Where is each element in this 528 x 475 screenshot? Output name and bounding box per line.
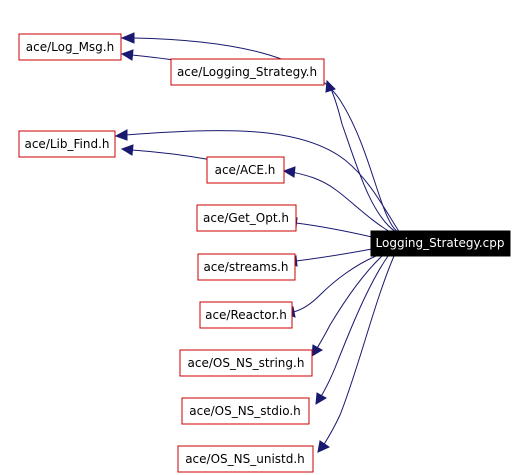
arrowheads-layer [114, 32, 336, 453]
node-get-opt-label: ace/Get_Opt.h [203, 211, 289, 225]
node-os-ns-stdio[interactable]: ace/OS_NS_stdio.h [181, 397, 310, 425]
arrowhead-os-ns-string [311, 344, 323, 357]
node-lib-find-label: ace/Lib_Find.h [24, 137, 109, 151]
node-root-label: Logging_Strategy.cpp [376, 236, 505, 250]
edge-root-to-streams [295, 248, 373, 262]
arrowhead-logging-strategy [325, 79, 336, 93]
arrowhead-log-msg-from-strategy [120, 49, 134, 61]
node-streams-label: ace/streams.h [203, 260, 288, 274]
arrowhead-os-ns-stdio [315, 392, 327, 405]
node-root-logging-strategy-cpp[interactable]: Logging_Strategy.cpp [370, 230, 511, 257]
node-get-opt[interactable]: ace/Get_Opt.h [196, 204, 297, 232]
edge-ace-to-lib-find [131, 149, 213, 161]
node-streams[interactable]: ace/streams.h [197, 253, 296, 281]
edge-root-to-os-ns-stdio [319, 255, 389, 399]
node-logging-strategy[interactable]: ace/Logging_Strategy.h [170, 58, 325, 86]
arrowhead-ace [282, 166, 296, 178]
node-os-ns-stdio-label: ace/OS_NS_stdio.h [189, 404, 301, 418]
nodes-layer: ace/Log_Msg.h ace/Logging_Strategy.h ace… [18, 33, 511, 473]
edge-root-to-logging-strategy [330, 88, 397, 233]
node-ace-label: ace/ACE.h [215, 163, 276, 177]
edge-root-to-lib-find [125, 130, 401, 234]
edge-root-to-os-ns-unistd [322, 255, 395, 447]
node-log-msg-label: ace/Log_Msg.h [26, 40, 114, 54]
node-reactor-label: ace/Reactor.h [205, 308, 287, 322]
node-log-msg[interactable]: ace/Log_Msg.h [18, 33, 122, 61]
node-logging-strategy-label: ace/Logging_Strategy.h [177, 65, 317, 79]
node-lib-find[interactable]: ace/Lib_Find.h [18, 130, 116, 158]
arrowhead-lib-find-from-ace [120, 144, 134, 156]
node-os-ns-unistd-label: ace/OS_NS_unistd.h [185, 452, 305, 466]
node-ace[interactable]: ace/ACE.h [206, 156, 285, 184]
edge-root-to-os-ns-string [315, 255, 383, 351]
arrowhead-lib-find [114, 129, 128, 141]
edge-root-to-reactor [292, 255, 377, 313]
edge-root-to-get-opt [295, 222, 373, 238]
edge-root-to-ace [291, 171, 393, 234]
arrowhead-log-msg [120, 32, 135, 44]
node-os-ns-unistd[interactable]: ace/OS_NS_unistd.h [177, 445, 314, 473]
node-os-ns-string[interactable]: ace/OS_NS_string.h [179, 349, 313, 377]
edge-root-to-log-msg [133, 37, 399, 233]
node-reactor[interactable]: ace/Reactor.h [199, 301, 293, 329]
edges-layer [125, 37, 401, 447]
node-os-ns-string-label: ace/OS_NS_string.h [188, 356, 305, 370]
arrowhead-os-ns-unistd [317, 440, 331, 453]
